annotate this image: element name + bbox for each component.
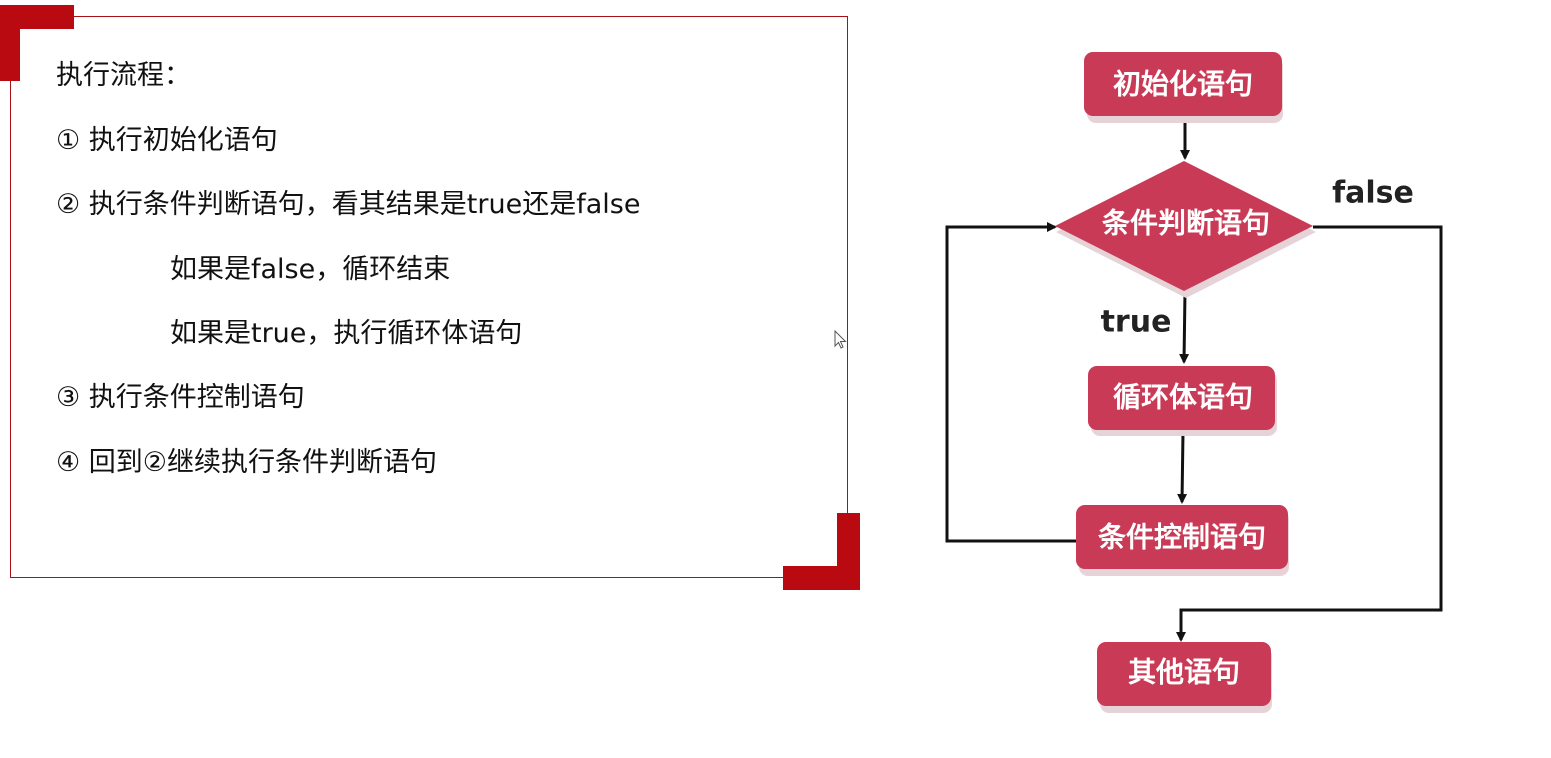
explanation-box — [10, 16, 848, 578]
node-body: 循环体语句 — [1088, 366, 1277, 436]
mouse-cursor-icon — [834, 330, 847, 349]
node-init: 初始化语句 — [1084, 52, 1283, 123]
node-control-label: 条件控制语句 — [1098, 521, 1266, 554]
edge-condition-to-body — [1179, 291, 1190, 364]
step-2-false-branch: 如果是false，循环结束 — [170, 254, 451, 285]
step-2: ② 执行条件判断语句，看其结果是true还是false — [56, 189, 641, 220]
step-4: ④ 回到②继续执行条件判断语句 — [56, 447, 437, 478]
node-init-label: 初始化语句 — [1113, 68, 1253, 101]
execution-heading: 执行流程： — [56, 60, 191, 91]
corner-top-left-vertical — [0, 5, 20, 81]
node-condition: 条件判断语句 — [1055, 161, 1316, 298]
edge-body-to-control — [1177, 431, 1188, 504]
step-2-true-branch: 如果是true，执行循环体语句 — [170, 318, 523, 349]
node-condition-label: 条件判断语句 — [1102, 207, 1270, 240]
flow-edges — [945, 117, 1443, 642]
node-control: 条件控制语句 — [1076, 505, 1289, 576]
node-other-label: 其他语句 — [1128, 656, 1240, 689]
label-true: true — [1101, 305, 1172, 340]
label-false: false — [1332, 176, 1414, 211]
step-1: ① 执行初始化语句 — [56, 125, 278, 156]
edge-control-back-to-condition — [945, 222, 1077, 543]
edge-condition-false-to-other — [1176, 225, 1443, 642]
node-other: 其他语句 — [1097, 642, 1272, 713]
step-3: ③ 执行条件控制语句 — [56, 382, 305, 413]
node-body-label: 循环体语句 — [1113, 381, 1253, 414]
corner-bottom-right-vertical — [837, 513, 860, 590]
